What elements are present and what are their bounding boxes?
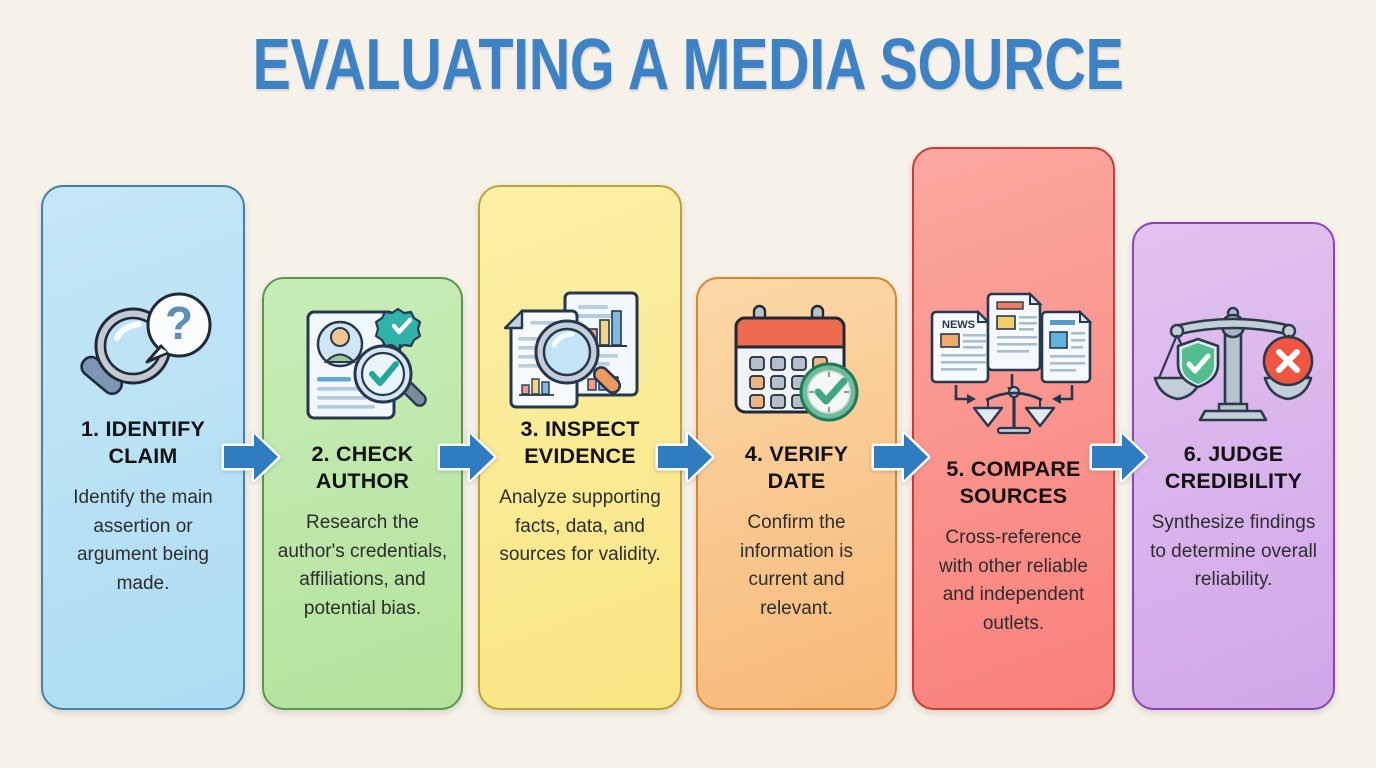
step-description: Confirm the information is current and r… [740, 512, 853, 619]
step-title-line2: AUTHOR [315, 469, 410, 493]
step-description: Identify the main assertion or argument … [73, 487, 213, 594]
step-title: 4. VERIFY DATE [739, 441, 854, 495]
magnifier-question-icon: ? [43, 187, 243, 402]
step-title: 2. CHECK AUTHOR [306, 441, 420, 495]
step-title: 6. JUDGE CREDIBILITY [1159, 441, 1308, 495]
scale-shield-reject-icon [1134, 224, 1333, 427]
step-title-line2: DATE [767, 469, 826, 493]
step-card-verify-date[interactable]: 4. VERIFY DATE Confirm the information i… [696, 277, 897, 710]
step-card-compare-sources[interactable]: NEWS [912, 147, 1115, 710]
news-label: NEWS [942, 319, 975, 331]
author-profile-verified-icon [264, 279, 461, 427]
step-title-line2: EVIDENCE [524, 444, 636, 468]
step-title: 1. IDENTIFY CLAIM [75, 416, 211, 470]
step-description: Analyze supporting facts, data, and sour… [499, 487, 661, 565]
step-title: 5. COMPARE SOURCES [940, 456, 1086, 510]
step-title-line1: 1. IDENTIFY [80, 417, 206, 441]
step-title-line1: 3. INSPECT [520, 417, 640, 441]
step-title-line1: 2. CHECK [311, 442, 414, 466]
right-arrow-icon-5 [1086, 428, 1152, 486]
right-arrow-icon-2 [434, 428, 500, 486]
step-title-line2: CLAIM [108, 444, 178, 468]
calendar-clock-check-icon [698, 279, 895, 427]
news-documents-scale-icon: NEWS [914, 149, 1113, 442]
step-title: 3. INSPECT EVIDENCE [514, 416, 645, 470]
svg-text:?: ? [165, 297, 193, 349]
page-title: EVALUATING A MEDIA SOURCE [252, 25, 1124, 105]
step-title-line1: 6. JUDGE [1183, 442, 1284, 466]
step-title-line2: CREDIBILITY [1164, 469, 1303, 493]
documents-charts-magnifier-icon [480, 187, 680, 408]
step-title-line2: SOURCES [959, 484, 1068, 508]
right-arrow-icon-1 [218, 428, 284, 486]
step-description: Synthesize findings to determine overall… [1150, 512, 1317, 590]
step-title-line1: 4. VERIFY [744, 442, 849, 466]
right-arrow-icon-3 [652, 428, 718, 486]
right-arrow-icon-4 [868, 428, 934, 486]
step-description: Research the author's credentials, affil… [277, 512, 448, 619]
step-card-identify-claim[interactable]: ? 1. IDENTIFY CLAIM Identify the main as… [41, 185, 245, 710]
step-description: Cross-reference with other reliable and … [939, 527, 1088, 634]
step-card-check-author[interactable]: 2. CHECK AUTHOR Research the author's cr… [262, 277, 463, 710]
step-title-line1: 5. COMPARE [946, 457, 1081, 481]
step-card-judge-credibility[interactable]: 6. JUDGE CREDIBILITY Synthesize findings… [1132, 222, 1335, 710]
